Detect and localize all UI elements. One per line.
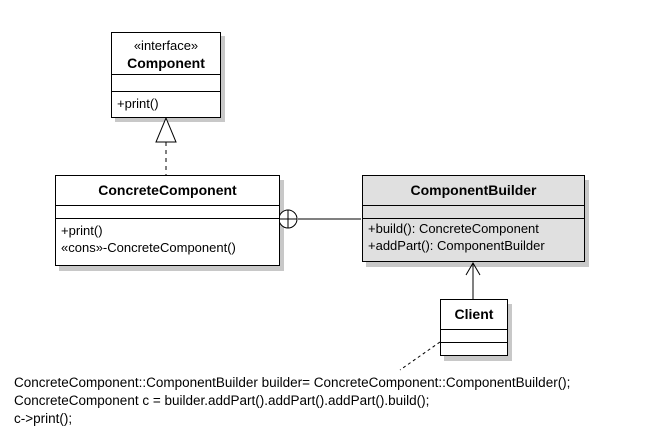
attributes-compartment xyxy=(56,206,279,219)
stereotype-label: «interface» xyxy=(133,38,199,53)
note-anchor-line xyxy=(399,341,441,371)
component-interface-class[interactable]: «interface» Component +print() xyxy=(111,32,221,118)
attributes-compartment xyxy=(441,330,507,343)
class-name: Component xyxy=(127,55,205,71)
operation-build: +build(): ConcreteComponent xyxy=(368,221,539,236)
operation-print: +print() xyxy=(117,96,159,111)
operation-add-part: +addPart(): ComponentBuilder xyxy=(368,238,545,253)
code-note: ConcreteComponent::ComponentBuilder buil… xyxy=(14,374,570,428)
class-name: ComponentBuilder xyxy=(410,182,537,198)
operations-compartment: +print() «cons»-ConcreteComponent() xyxy=(56,219,279,256)
operations-compartment: +print() xyxy=(112,92,220,112)
code-line: ConcreteComponent c = builder.addPart().… xyxy=(14,393,430,408)
class-header: «interface» Component xyxy=(112,33,220,75)
class-header: ComponentBuilder xyxy=(363,176,584,206)
operation-constructor: «cons»-ConcreteComponent() xyxy=(61,240,236,255)
component-builder-class[interactable]: ComponentBuilder +build(): ConcreteCompo… xyxy=(362,175,585,262)
class-name: Client xyxy=(454,306,494,322)
attributes-compartment xyxy=(363,206,584,219)
realization-arrowhead xyxy=(155,116,177,143)
concrete-component-class[interactable]: ConcreteComponent +print() «cons»-Concre… xyxy=(55,175,280,266)
operations-compartment: +build(): ConcreteComponent +addPart(): … xyxy=(363,219,584,254)
client-class[interactable]: Client xyxy=(440,299,508,356)
class-header: Client xyxy=(441,300,507,330)
association-arrowhead xyxy=(465,262,481,276)
code-line: c->print(); xyxy=(14,411,73,426)
code-line: ConcreteComponent::ComponentBuilder buil… xyxy=(14,375,571,390)
class-name: ConcreteComponent xyxy=(98,182,237,198)
attributes-compartment xyxy=(112,75,220,92)
operation-print: +print() xyxy=(61,223,103,238)
class-header: ConcreteComponent xyxy=(56,176,279,206)
